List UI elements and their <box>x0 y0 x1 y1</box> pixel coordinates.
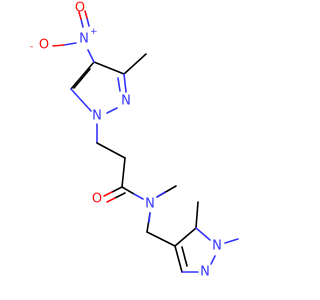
bond-c5-n1-ring2 <box>195 227 211 241</box>
bond-c4-nitro-n <box>87 49 95 63</box>
bond-n2-n1-ring1 <box>106 107 118 114</box>
bond-c3-n2-ring1-inner <box>117 77 121 92</box>
nitro-n-plus-charge: + <box>90 27 98 37</box>
bond-amide-n-ch2-n <box>148 212 151 223</box>
pyrazole2-n1-label: N <box>212 239 222 254</box>
bond-c3-methyl-ring1 <box>123 53 147 75</box>
bond-n1-c5-ring1 <box>70 88 92 112</box>
bond-ch2-ch2 <box>96 142 126 159</box>
bond-c3-n2-ring1 <box>123 73 127 93</box>
nitro-o-minus-charge: - <box>30 42 33 52</box>
bond-amide-n-methyl-n <box>156 191 166 198</box>
bond-n1-methyl-ring2 <box>224 238 239 244</box>
bond-nitro-n-o-double-b <box>86 17 90 27</box>
bond-c4-c3-ring2-inner <box>181 246 188 267</box>
pyrazole1-n2-label: N <box>121 94 131 109</box>
bond-carbonyl-o-a-o <box>103 191 113 197</box>
molecule-structure: O - N + O N N O N N N <box>30 1 239 280</box>
bond-ch2-ring2 <box>146 231 176 247</box>
bond-nitro-n-o-minus-o <box>52 44 65 47</box>
bond-c4-c3-ring2 <box>174 245 183 273</box>
bond-carbonyl-o-b <box>114 192 126 199</box>
amide-n-label: N <box>145 197 155 212</box>
pyrazole1-n1-label: N <box>92 109 102 124</box>
bond-carbonyl-amide-n-n <box>133 193 144 200</box>
bond-c4-c5-ring2 <box>174 227 197 247</box>
bond-nitro-n-o-double-a <box>80 18 84 28</box>
bond-nitro-n-o-double-a-o <box>78 11 82 20</box>
bond-carbonyl-amide-n <box>121 186 135 195</box>
atom-label-layer: O - N + O N N O N N N <box>30 1 222 280</box>
bond-n1-n2-ring2 <box>210 255 216 265</box>
bond-layer <box>52 10 239 273</box>
bond-c4-c5-ring1 <box>70 61 95 90</box>
nitro-n-plus-label: N <box>79 32 89 47</box>
atom-nitro-o-minus: O - <box>30 38 49 53</box>
bond-c5-methyl-ring2 <box>195 201 199 229</box>
pyrazole2-n2-label: N <box>200 265 210 280</box>
atom-nitro-n-plus: N + <box>79 27 97 47</box>
nitro-o-minus-label: O <box>39 38 49 53</box>
bond-carbonyl-o-a <box>111 186 123 193</box>
nitro-o-double-label: O <box>75 1 85 16</box>
bond-c4-c3-ring1 <box>93 61 125 75</box>
bond-ch2-carbonyl <box>121 157 126 188</box>
bond-c4-c5-ring1-inner <box>73 68 91 89</box>
amide-o-label: O <box>92 192 102 207</box>
bond-nitro-n-o-double-b-o <box>84 10 88 19</box>
bond-carbonyl-o-b-o <box>106 197 116 203</box>
bond-nitro-n-o-minus <box>63 42 77 46</box>
